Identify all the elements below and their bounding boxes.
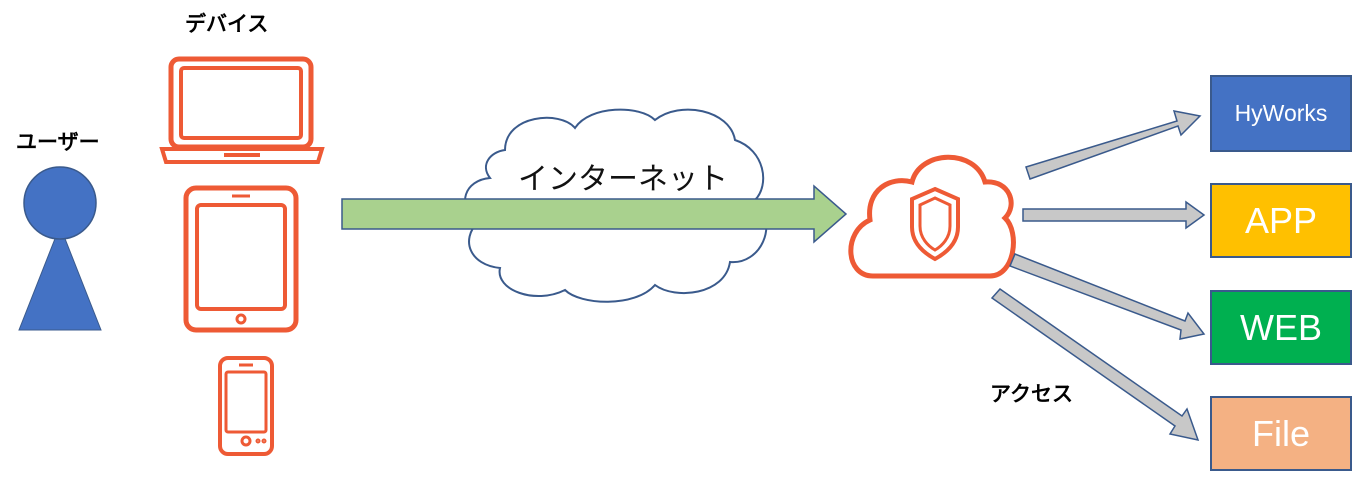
internet-label: インターネット — [518, 162, 728, 197]
service-label-hyworks: HyWorks — [1234, 100, 1328, 126]
service-label-file: File — [1251, 412, 1310, 454]
user-icon — [18, 166, 102, 331]
arrow-to-file — [990, 288, 1200, 442]
service-box-file[interactable]: File — [1210, 396, 1352, 471]
internet-arrow — [341, 184, 848, 244]
user-label: ユーザー — [16, 130, 100, 154]
service-box-hyworks[interactable]: HyWorks — [1210, 75, 1352, 152]
smartphone-icon — [218, 356, 274, 456]
access-label: アクセス — [990, 382, 1073, 406]
laptop-icon — [159, 56, 325, 164]
service-label-web: WEB — [1239, 306, 1322, 348]
service-label-app: APP — [1244, 199, 1318, 241]
service-box-app[interactable]: APP — [1210, 183, 1352, 258]
arrow-to-hyworks — [1025, 110, 1202, 180]
devices-label: デバイス — [185, 12, 269, 36]
service-arrows — [990, 110, 1206, 442]
service-box-web[interactable]: WEB — [1210, 290, 1352, 365]
shield-icon — [910, 186, 960, 262]
arrow-to-web — [1009, 253, 1206, 340]
secure-cloud-icon — [848, 154, 1016, 279]
arrow-to-app — [1022, 200, 1206, 230]
tablet-icon — [183, 185, 299, 333]
